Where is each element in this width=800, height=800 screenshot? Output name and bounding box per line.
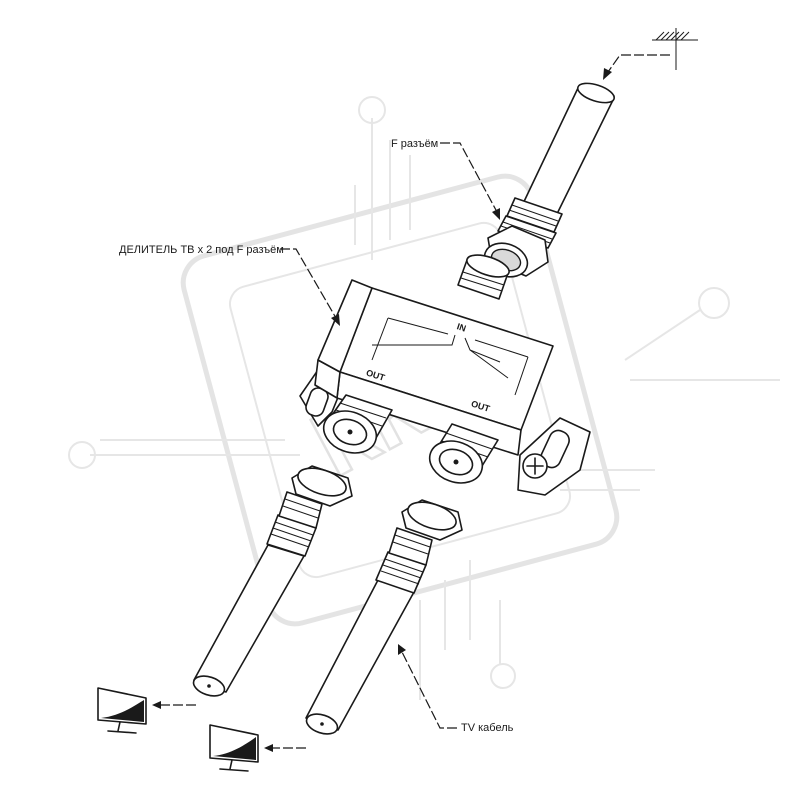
splitter-out-port-left (322, 394, 393, 454)
antenna-icon (652, 28, 698, 70)
f-connector-label: F разъём (391, 138, 438, 150)
tv-cable-arrow (398, 644, 457, 729)
input-cable (519, 82, 616, 223)
tv-left-arrow (152, 701, 196, 709)
splitter-in-port (457, 254, 510, 300)
tv-cable-label: TV кабель (461, 722, 514, 734)
splitter-arrow (280, 248, 340, 326)
left-output-cable (192, 465, 353, 697)
port-in-label: IN (456, 321, 468, 333)
antenna-arrow (603, 54, 670, 80)
f-connector-arrow (440, 142, 500, 220)
tv-icon-right (209, 724, 259, 772)
right-output-cable (305, 499, 463, 735)
splitter-label: ДЕЛИТЕЛЬ ТВ x 2 под F разъём (119, 244, 284, 256)
splitter-out-port-right (428, 423, 499, 484)
tv-icon-left (97, 687, 147, 734)
tv-right-arrow (264, 744, 306, 752)
